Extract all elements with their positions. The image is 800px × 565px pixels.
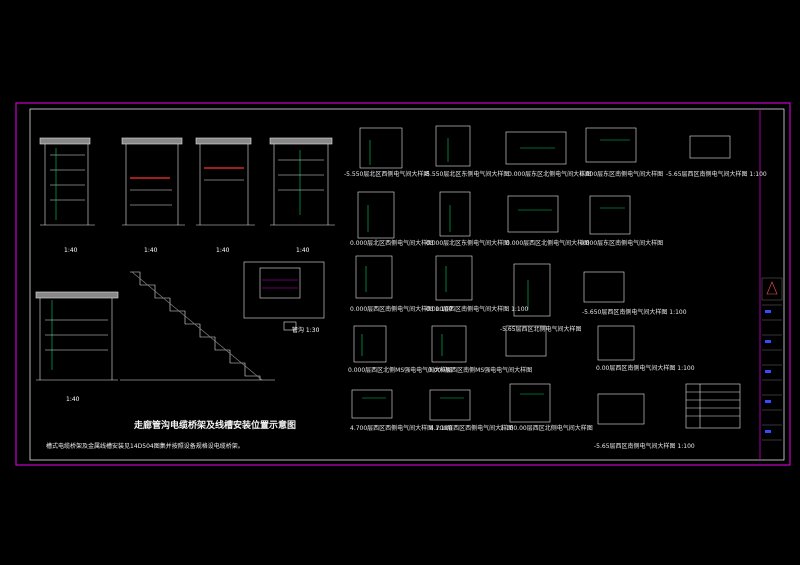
section-1	[39, 137, 95, 226]
sheet-frame	[15, 102, 791, 466]
stair-profile	[130, 271, 261, 380]
plan-label-14: 0.000层西区北侧MS强电电气间大样图	[348, 367, 453, 374]
plan-label-12: -5.65层西区北侧电气间大样图	[500, 326, 582, 333]
section-3	[195, 137, 255, 226]
plan-label-6: 0.000层北区西侧电气间大样图	[350, 240, 434, 247]
plan-label-20: -5.65层西区南侧电气间大样图 1:100	[594, 443, 695, 450]
section-scale-4: 1:40	[296, 247, 310, 254]
inner-frame	[29, 108, 785, 461]
plan-label-19: 1.100.00层西区北侧电气间大样图	[500, 425, 593, 432]
plan-label-7: 0.000层北区东侧电气间大样图	[426, 240, 510, 247]
section-drawings-top	[39, 137, 335, 226]
section-scale-2: 1:40	[144, 247, 158, 254]
plan-label-5: -5.65层西区南侧电气间大样图 1:100	[666, 171, 767, 178]
plan-label-9: 0.000层东区南侧电气间大样图	[580, 240, 664, 247]
trench-detail	[243, 261, 325, 331]
plan-label-16: 0.00层西区南侧电气间大样图 1:100	[596, 365, 695, 372]
section-2	[121, 137, 185, 226]
section-4	[269, 137, 335, 226]
plan-label-15: 0.000层西区南侧MS强电电气间大样图	[428, 367, 533, 374]
plan-label-3: 0.000层东区北侧电气间大样图	[508, 171, 592, 178]
drawing-title: 走廊管沟电缆桥架及线槽安装位置示意图	[134, 421, 297, 431]
section-scale-3: 1:40	[216, 247, 230, 254]
plan-label-1: -5.550层北区西侧电气间大样图	[344, 171, 430, 178]
detail-label: 管沟 1:30	[292, 327, 320, 334]
plan-label-4: 0.000层东区南侧电气间大样图	[580, 171, 664, 178]
plan-label-10: 0.000层西区南侧电气间大样图 1:100	[350, 306, 453, 313]
section-drawings-bottom	[35, 271, 275, 381]
title-block	[759, 109, 783, 460]
plan-drawings	[351, 125, 741, 429]
drawing-note: 槽式电缆桥架及金属线槽安装见14D504图集并按照设备规格设电缆桥架。	[46, 443, 244, 450]
section-scale-1: 1:40	[64, 247, 78, 254]
plan-label-17: 4.700层西区西侧电气间大样图 1:100	[350, 425, 453, 432]
plan-label-11: 0.000层西区南侧电气间大样图 1:100	[426, 306, 529, 313]
plan-label-13: -5.650层西区南侧电气间大样图 1:100	[582, 309, 687, 316]
plan-label-8: 0.000层西区北侧电气间大样图	[506, 240, 590, 247]
section-scale-5: 1:40	[66, 396, 80, 403]
plan-label-18: 4.700层西区西侧电气间大样图	[430, 425, 514, 432]
plan-label-2: -5.550层北区东侧电气间大样图	[424, 171, 510, 178]
